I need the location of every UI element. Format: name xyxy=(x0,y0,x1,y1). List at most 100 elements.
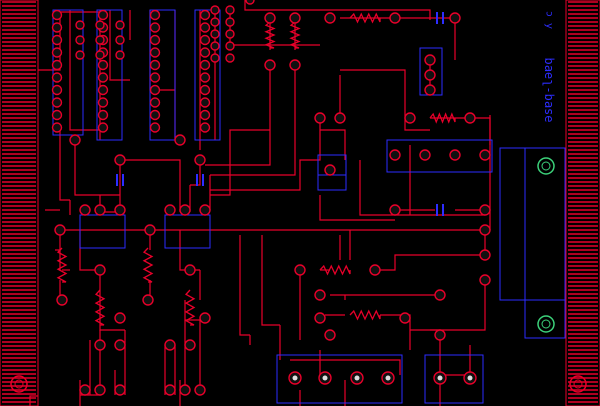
trace xyxy=(210,65,296,176)
capacitor-icon xyxy=(436,204,444,216)
solder-pad xyxy=(199,84,211,96)
solder-pad xyxy=(149,47,161,58)
component-outline xyxy=(149,9,176,141)
trace xyxy=(380,314,411,350)
solder-pad xyxy=(51,72,63,83)
solder-pad xyxy=(199,9,211,21)
trace xyxy=(375,254,485,271)
solder-pad xyxy=(179,204,191,216)
solder-pad xyxy=(194,384,206,396)
connector-body xyxy=(0,0,39,406)
resistor-icon xyxy=(319,264,351,276)
trace xyxy=(319,195,395,221)
solder-pad xyxy=(51,84,63,96)
capacitor-icon xyxy=(436,12,444,24)
trace xyxy=(190,160,201,186)
trace xyxy=(120,159,181,180)
solder-pad xyxy=(199,72,211,83)
component-outline xyxy=(52,9,84,136)
solder-pad xyxy=(434,329,446,341)
solder-pad xyxy=(199,59,211,71)
resistor-icon xyxy=(142,247,154,283)
trace xyxy=(29,395,38,406)
solder-pad xyxy=(97,84,109,96)
component-outline xyxy=(317,154,347,191)
mount-hole-icon xyxy=(569,375,587,393)
solder-pad xyxy=(179,384,191,396)
solder-pad xyxy=(424,69,436,81)
mount-hole-icon xyxy=(537,315,555,333)
solder-pad xyxy=(225,17,235,27)
solder-pad xyxy=(324,164,336,176)
solder-pad xyxy=(94,384,106,396)
resistor-icon xyxy=(349,12,381,24)
solder-pad xyxy=(149,72,161,83)
solder-pad xyxy=(324,329,336,341)
trace xyxy=(210,120,321,191)
solder-pad xyxy=(184,264,196,276)
resistors xyxy=(56,12,456,326)
solder-pad xyxy=(149,109,161,121)
capacitor-icon xyxy=(116,174,124,186)
solder-pad xyxy=(95,20,105,30)
solder-pad xyxy=(97,72,109,83)
component-outline xyxy=(194,9,221,141)
solder-pad xyxy=(149,97,161,108)
trace xyxy=(404,100,430,131)
trace xyxy=(239,235,250,336)
trace xyxy=(205,65,271,166)
solder-pad xyxy=(289,59,301,71)
solder-pad xyxy=(75,50,85,60)
trace xyxy=(244,0,431,20)
solder-pad xyxy=(289,12,301,24)
solder-pad xyxy=(424,54,436,66)
solder-pad xyxy=(210,29,220,39)
mount-holes xyxy=(10,157,587,393)
solder-pad xyxy=(51,109,63,121)
mount-hole-icon xyxy=(537,157,555,175)
solder-pad xyxy=(210,5,220,15)
solder-pad xyxy=(314,312,326,324)
solder-pad xyxy=(479,224,491,236)
solder-pad xyxy=(264,59,276,71)
solder-pad xyxy=(225,41,235,51)
solder-pad xyxy=(75,20,85,30)
solder-pad xyxy=(210,17,220,27)
solder-pad xyxy=(51,9,63,21)
trace xyxy=(74,140,120,196)
solder-pad xyxy=(95,50,105,60)
solder-pad xyxy=(149,22,161,33)
solder-pad xyxy=(94,339,106,351)
silkscreen-outlines xyxy=(52,9,566,404)
solder-pad xyxy=(56,294,68,306)
solder-pad xyxy=(294,264,306,276)
solder-pad xyxy=(115,50,125,60)
solder-pad xyxy=(51,97,63,108)
solder-pad xyxy=(75,35,85,45)
pad-hole xyxy=(354,375,360,381)
solder-pad xyxy=(149,59,161,71)
solder-pad xyxy=(199,109,211,121)
pad-hole xyxy=(467,375,473,381)
solder-pad xyxy=(199,122,211,133)
solder-pad xyxy=(419,149,431,161)
solder-pad xyxy=(174,134,186,146)
resistor-icon xyxy=(264,21,276,49)
right-edge-connector xyxy=(565,0,600,406)
solder-pad xyxy=(449,149,461,161)
resistor-icon xyxy=(56,247,68,283)
solder-pad xyxy=(95,35,105,45)
solder-pad xyxy=(51,47,63,58)
solder-pad xyxy=(369,264,381,276)
trace xyxy=(290,359,401,375)
solder-pad xyxy=(199,312,211,324)
solder-pad xyxy=(199,47,211,58)
solder-pad xyxy=(225,53,235,63)
trace xyxy=(59,130,70,201)
solder-pad xyxy=(314,112,326,124)
solder-pad xyxy=(164,384,176,396)
solder-pad xyxy=(464,112,476,124)
component-outline xyxy=(524,147,566,339)
pad-hole xyxy=(322,375,328,381)
